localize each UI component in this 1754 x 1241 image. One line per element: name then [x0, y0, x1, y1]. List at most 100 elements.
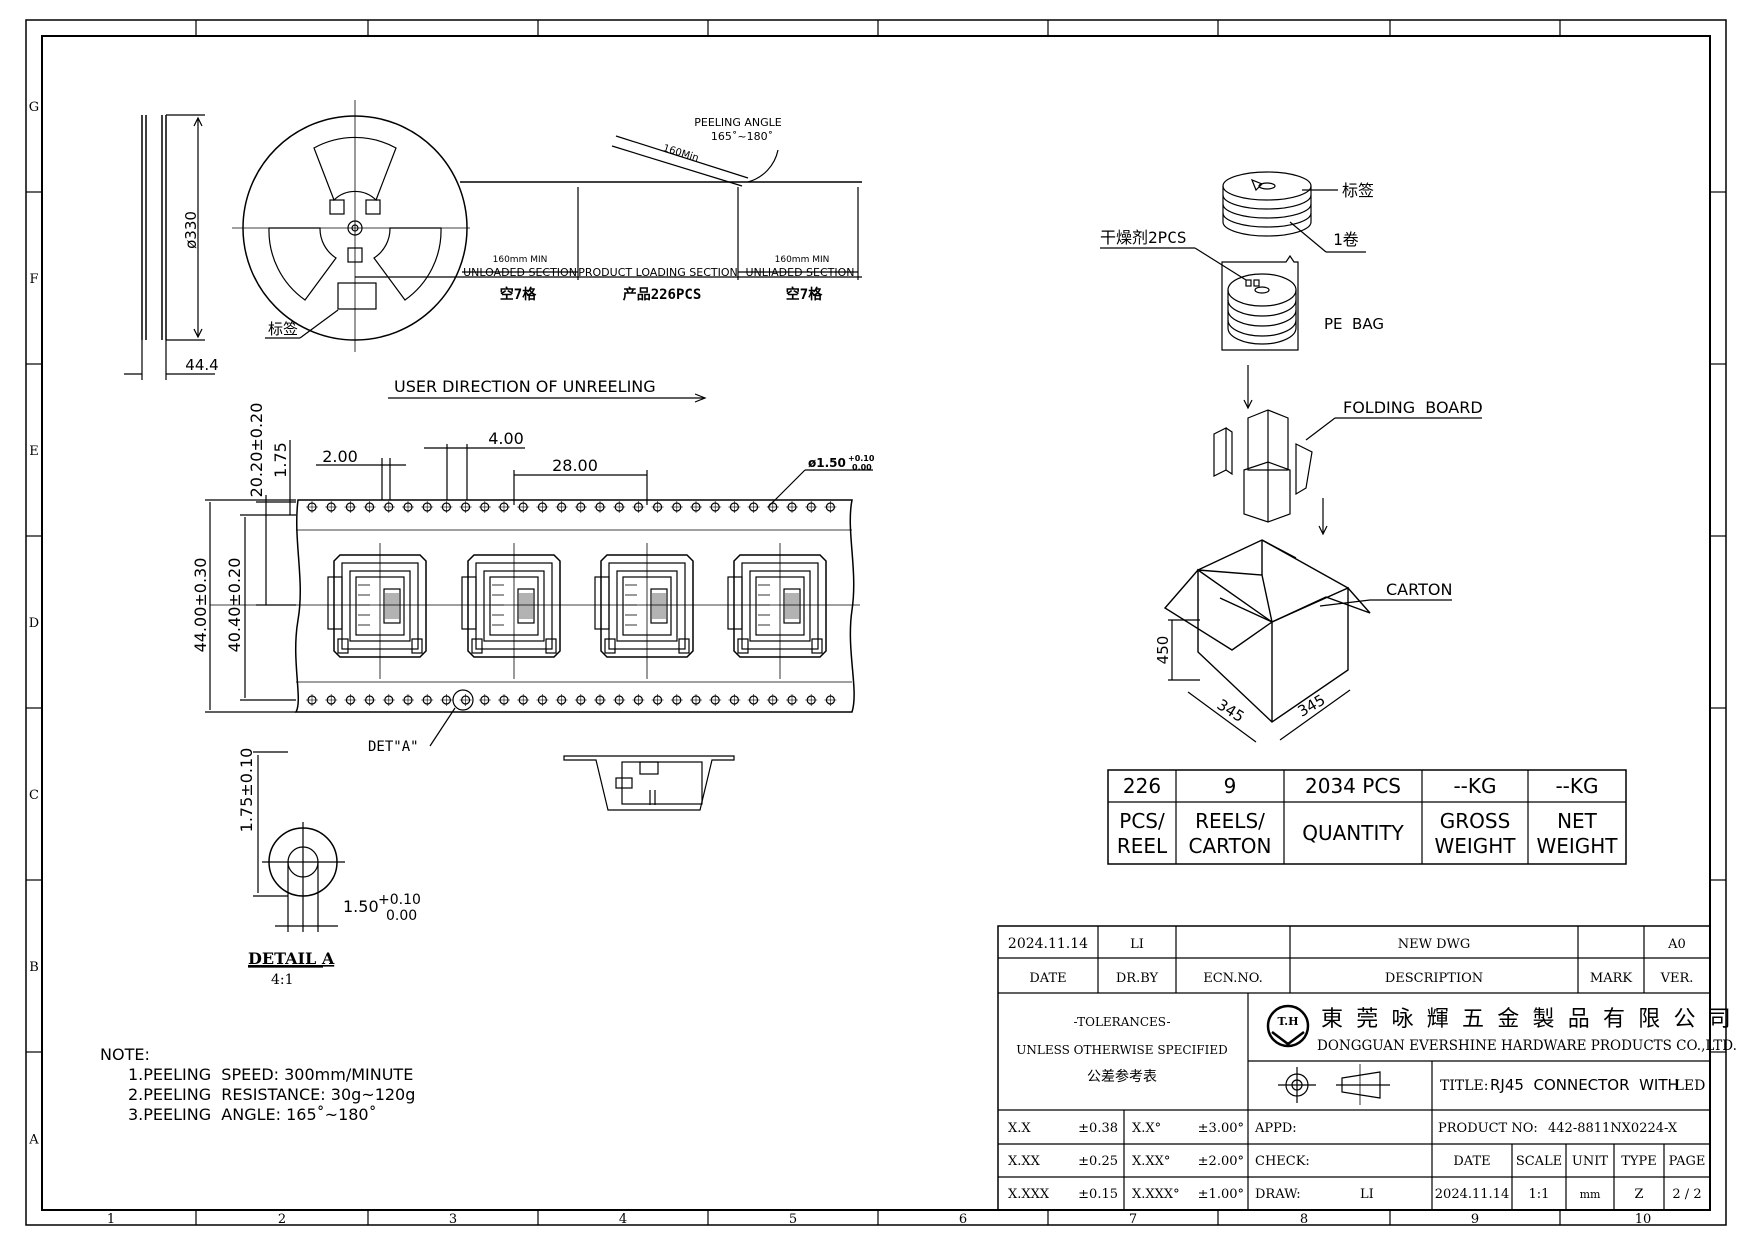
tol-cn: 公差参考表 — [1087, 1068, 1157, 1085]
reel-window-left — [268, 227, 337, 301]
row-label: F — [29, 272, 38, 287]
v-unit: mm — [1580, 1188, 1601, 1201]
v-page: 2 / 2 — [1672, 1187, 1701, 1202]
dim-2-00: 2.00 — [322, 447, 358, 466]
tolerance-cell: ±3.00° — [1198, 1121, 1244, 1136]
qty-label: REEL — [1117, 834, 1168, 858]
tolerance-cell: X.XX — [1008, 1154, 1041, 1169]
tape-outline — [294, 499, 855, 713]
company-name-cn: 東 莞 咏 輝 五 金 製 品 有 限 公 司 — [1321, 1007, 1731, 1032]
dim-4-00: 4.00 — [488, 429, 524, 448]
reel-window-top — [313, 136, 397, 202]
pocket — [461, 543, 561, 679]
qty-label: PCS/ — [1119, 809, 1165, 833]
carton-box — [1163, 539, 1371, 723]
tolerance-cell: ±1.00° — [1198, 1187, 1244, 1202]
qty-value: 226 — [1123, 774, 1161, 798]
detail-hole-dim: 1.50 — [343, 897, 379, 916]
row-label: E — [29, 444, 39, 459]
qty-label: QUANTITY — [1302, 821, 1404, 845]
dim-40-4: 40.40±0.20 — [225, 558, 244, 653]
qty-label: WEIGHT — [1536, 834, 1618, 858]
dim-hole-tol-plus: +0.10 — [848, 454, 875, 463]
peel-angle-value: 165˚~180˚ — [711, 130, 773, 143]
title-label: TITLE: — [1440, 1078, 1488, 1094]
section3-length: 160mm MIN — [775, 255, 830, 265]
draw-label: DRAW: — [1255, 1187, 1301, 1202]
qty-label: REELS/ — [1195, 809, 1265, 833]
detail-a-callout: DET"A" — [368, 739, 419, 755]
pocket — [327, 543, 427, 679]
pocket — [727, 543, 827, 679]
reel-window-right — [373, 227, 442, 301]
qty-label: CARTON — [1188, 834, 1271, 858]
rev-by: LI — [1130, 937, 1144, 952]
section2-name: PRODUCT LOADING SECTION — [578, 266, 738, 279]
h2-unit: UNIT — [1572, 1154, 1608, 1169]
section1-name: UNLOADED SECTION — [463, 266, 577, 279]
dim-20-2: 20.20±0.20 — [247, 403, 266, 498]
detail-tol-minus: 0.00 — [386, 908, 417, 924]
section1-cn: 空7格 — [500, 286, 537, 303]
projection-symbol-icon — [1278, 1064, 1390, 1105]
sprocket-holes — [306, 501, 837, 706]
note-1: 1.PEELING SPEED: 300mm/MINUTE — [128, 1065, 413, 1084]
section3-cn: 空7格 — [786, 286, 823, 303]
section2-cn: 产品226PCS — [623, 286, 702, 303]
reel-front-view: 标签 — [232, 100, 862, 352]
section1-length: 160mm MIN — [493, 255, 548, 265]
tolerance-cell: X.XXX — [1008, 1187, 1050, 1202]
company-logo: T.H — [1266, 1004, 1310, 1048]
peel-length: 160Min — [662, 143, 700, 164]
pack-folding-board: FOLDING BOARD — [1343, 398, 1483, 417]
note-3: 3.PEELING ANGLE: 165˚~180˚ — [128, 1105, 377, 1124]
col-label: 3 — [449, 1212, 457, 1227]
notes: NOTE: 1.PEELING SPEED: 300mm/MINUTE 2.PE… — [100, 1045, 415, 1124]
carrier-tape-view: USER DIRECTION OF UNREELING 44.00±0.30 4… — [191, 377, 875, 755]
company-name-en: DONGGUAN EVERSHINE HARDWARE PRODUCTS CO.… — [1317, 1038, 1737, 1054]
col-label: 10 — [1635, 1212, 1652, 1227]
carton-width-2: 345 — [1295, 691, 1329, 721]
dim-hole-tol-minus: 0.00 — [852, 463, 872, 472]
pe-bag — [1221, 254, 1299, 351]
reel-label-box — [337, 282, 377, 310]
zone-ticks — [26, 20, 1726, 1225]
packing-illustration: 标签 1卷 干燥剂2PCS PE BAG FOLDING BOARD — [1100, 171, 1483, 743]
tolerance-cell: ±0.25 — [1078, 1154, 1118, 1169]
pack-pe-bag: PE BAG — [1324, 315, 1384, 333]
col-label: 9 — [1471, 1212, 1479, 1227]
dim-28-00: 28.00 — [552, 456, 598, 475]
pocket — [594, 543, 694, 679]
reel-diameter-dim: ø330 — [182, 211, 200, 249]
col-label: 6 — [959, 1212, 967, 1227]
hdr-ecn: ECN.NO. — [1203, 971, 1263, 986]
notes-title: NOTE: — [100, 1045, 150, 1064]
pocket-section-view — [563, 755, 735, 811]
note-2: 2.PEELING RESISTANCE: 30g~120g — [128, 1085, 415, 1104]
row-label: D — [29, 616, 39, 631]
detail-scale: 4:1 — [271, 972, 294, 988]
hdr-date: DATE — [1029, 971, 1066, 986]
carton-height: 450 — [1154, 636, 1172, 665]
h2-scale: SCALE — [1516, 1154, 1562, 1169]
product-label: PRODUCT NO: — [1438, 1121, 1538, 1136]
title-value: RJ45 CONNECTOR WITH — [1490, 1076, 1679, 1094]
tolerance-cell: ±0.15 — [1078, 1187, 1118, 1202]
detail-a-view: 1.75±0.10 1.50 +0.10 0.00 DETAIL A 4:1 — [237, 748, 421, 988]
hdr-ver: VER. — [1660, 971, 1694, 986]
title-suffix: LED — [1675, 1078, 1706, 1094]
tolerance-cell: X.XX° — [1132, 1154, 1170, 1169]
col-label: 1 — [107, 1212, 115, 1227]
title-block: 2024.11.14 LI NEW DWG A0 DATE DR.BY ECN.… — [997, 925, 1737, 1211]
col-label: 8 — [1300, 1212, 1308, 1227]
pack-label-cn: 标签 — [1342, 181, 1374, 200]
pack-carton: CARTON — [1386, 580, 1452, 599]
product-number: 442-8811NX0224-X — [1548, 1121, 1678, 1136]
section3-name: UNLIADED SECTION — [745, 266, 854, 279]
rev-desc: NEW DWG — [1398, 937, 1471, 952]
